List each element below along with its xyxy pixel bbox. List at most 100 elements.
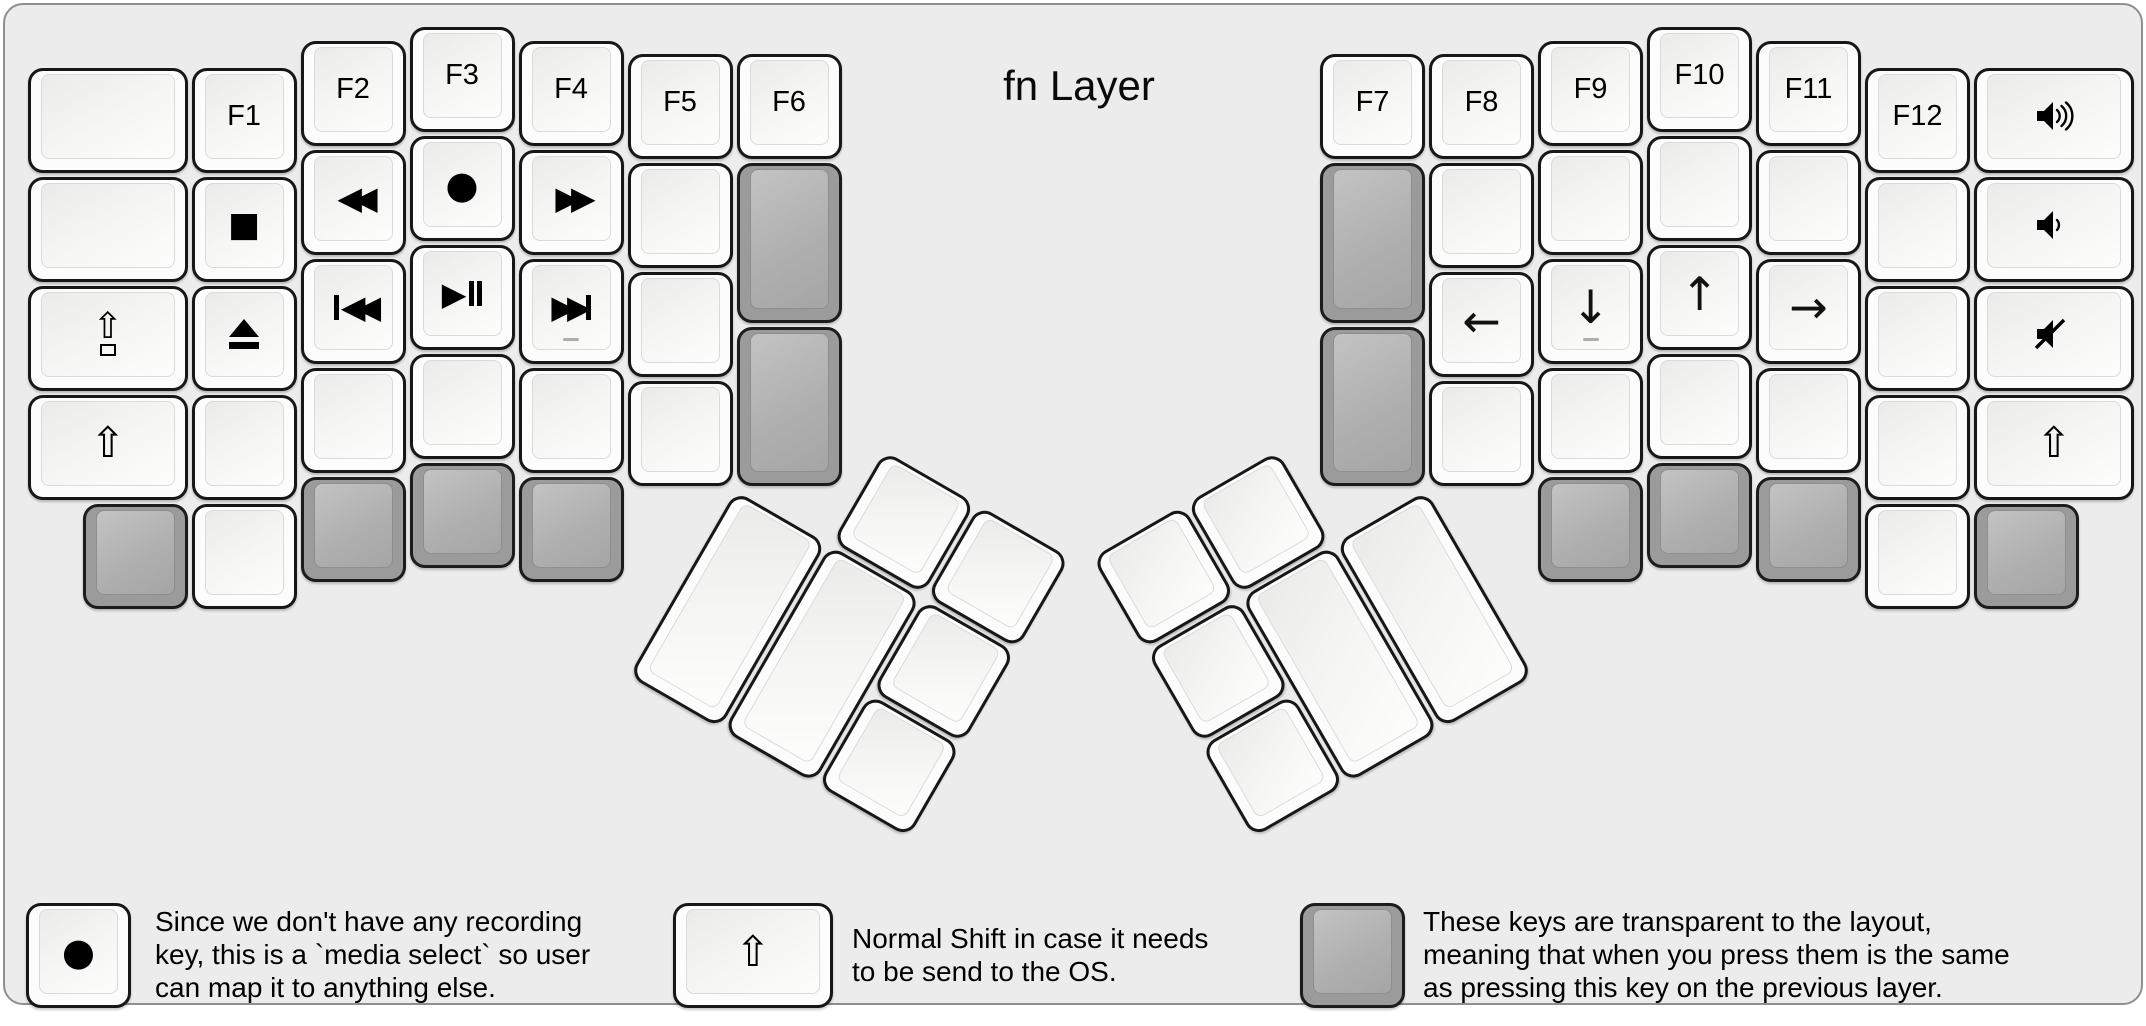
key-transparent — [518, 476, 624, 582]
keytop — [1333, 169, 1412, 309]
caps-arrow: ⇧ — [92, 305, 123, 347]
right-arrow-icon: → — [1789, 280, 1828, 335]
keytop: ⇧ — [41, 291, 175, 377]
legend-text-line: to be send to the OS. — [852, 956, 1117, 987]
key-blank — [28, 176, 188, 282]
key-stop: ■ — [191, 176, 297, 282]
keytop: ← — [1442, 278, 1521, 364]
down-arrow-icon: ↓ — [1571, 280, 1610, 335]
key-label: F1 — [227, 99, 261, 132]
keytop: F8 — [1442, 60, 1521, 146]
keytop — [849, 462, 961, 576]
play-triangle: ▶ — [441, 274, 467, 313]
keytop: F6 — [749, 60, 829, 146]
bar — [469, 281, 475, 306]
keytop — [41, 182, 175, 268]
key-blank — [1538, 149, 1643, 255]
key-blank — [28, 67, 188, 173]
up-arrow-icon: ↑ — [1680, 266, 1719, 321]
key-blank — [627, 163, 733, 269]
key-label: F4 — [554, 72, 588, 105]
legend-text-line: as pressing this key on the previous lay… — [1423, 972, 1943, 1003]
key-f6: F6 — [736, 54, 842, 160]
key-f2: F2 — [300, 40, 406, 146]
keytop — [1551, 373, 1630, 459]
next-track-icon: ▶▶ — [551, 291, 591, 323]
key-blank — [627, 381, 733, 487]
key-label: F12 — [1892, 99, 1943, 132]
key-label: F7 — [1355, 86, 1390, 119]
key-label: F5 — [663, 86, 697, 119]
keytop: F1 — [204, 73, 284, 159]
keytop — [41, 73, 175, 159]
shift-icon: ⇧ — [90, 418, 126, 468]
legend-key-record: ● — [26, 903, 131, 1008]
triangles: ◀◀ — [340, 288, 381, 327]
legend-key-shift: ⇧ — [673, 903, 833, 1008]
eject-bar — [229, 342, 259, 350]
keytop — [1551, 482, 1630, 568]
key-transparent — [736, 326, 842, 487]
keytop — [1987, 182, 2121, 268]
key-left: ← — [1429, 272, 1534, 378]
key-blank — [1538, 367, 1643, 473]
record-icon: ● — [61, 929, 96, 974]
key-blank — [1865, 176, 1970, 282]
key-f11: F11 — [1756, 40, 1861, 146]
key-blank — [409, 354, 515, 459]
key-f12: F12 — [1865, 67, 1970, 173]
key-prev: ◀◀ — [300, 258, 406, 364]
keytop — [204, 291, 284, 377]
keytop — [1878, 182, 1957, 268]
keytop: F10 — [1660, 33, 1739, 118]
eject-triangle — [229, 319, 259, 338]
keytop — [95, 509, 175, 595]
keytop: ▶▶ — [531, 264, 611, 350]
key-label: F6 — [772, 86, 806, 119]
keytop — [749, 332, 829, 473]
keytop: ▶▶ — [531, 155, 611, 241]
key-blank — [1865, 285, 1970, 391]
key-transparent — [736, 163, 842, 323]
key-blank — [300, 367, 406, 473]
key-label: F10 — [1674, 59, 1725, 91]
keytop: ⇧ — [1987, 400, 2121, 486]
key-transparent — [1647, 463, 1752, 568]
keytop — [313, 373, 393, 459]
legend-text-3: These keys are transparent to the layout… — [1423, 905, 2010, 1004]
keytop — [1769, 155, 1848, 241]
keytop — [204, 509, 284, 595]
key-up: ↑ — [1647, 245, 1752, 350]
key-transparent — [300, 476, 406, 582]
bar — [585, 294, 591, 320]
key-label: F9 — [1573, 72, 1608, 105]
caps-box — [99, 343, 116, 356]
key-record: ● — [409, 136, 515, 241]
key-label: F8 — [1464, 86, 1499, 119]
key-transparent — [1974, 503, 2079, 609]
key-f5: F5 — [627, 54, 733, 160]
keytop — [640, 278, 720, 364]
key-down: ↓ — [1538, 258, 1643, 364]
key-blank — [1647, 354, 1752, 459]
key-f4: F4 — [518, 40, 624, 146]
mute-icon — [2034, 319, 2065, 350]
key-blank — [191, 503, 297, 609]
keytop — [1442, 169, 1521, 255]
key-ffwd: ▶▶ — [518, 149, 624, 255]
key-label: F11 — [1784, 72, 1833, 105]
keytop: F4 — [531, 46, 611, 132]
previous-track-icon: ◀◀ — [333, 288, 381, 327]
key-blank — [1756, 367, 1861, 473]
key-blank — [518, 367, 624, 473]
key-label: F2 — [336, 72, 370, 105]
key-blank — [1865, 503, 1970, 609]
key-caps: ⇧ — [28, 285, 188, 391]
key-shift: ⇧ — [28, 394, 188, 500]
keytop — [1769, 373, 1848, 459]
legend-text-line: meaning that when you press them is the … — [1423, 939, 2010, 970]
shift-icon: ⇧ — [2036, 418, 2072, 468]
key-blank — [627, 272, 733, 378]
